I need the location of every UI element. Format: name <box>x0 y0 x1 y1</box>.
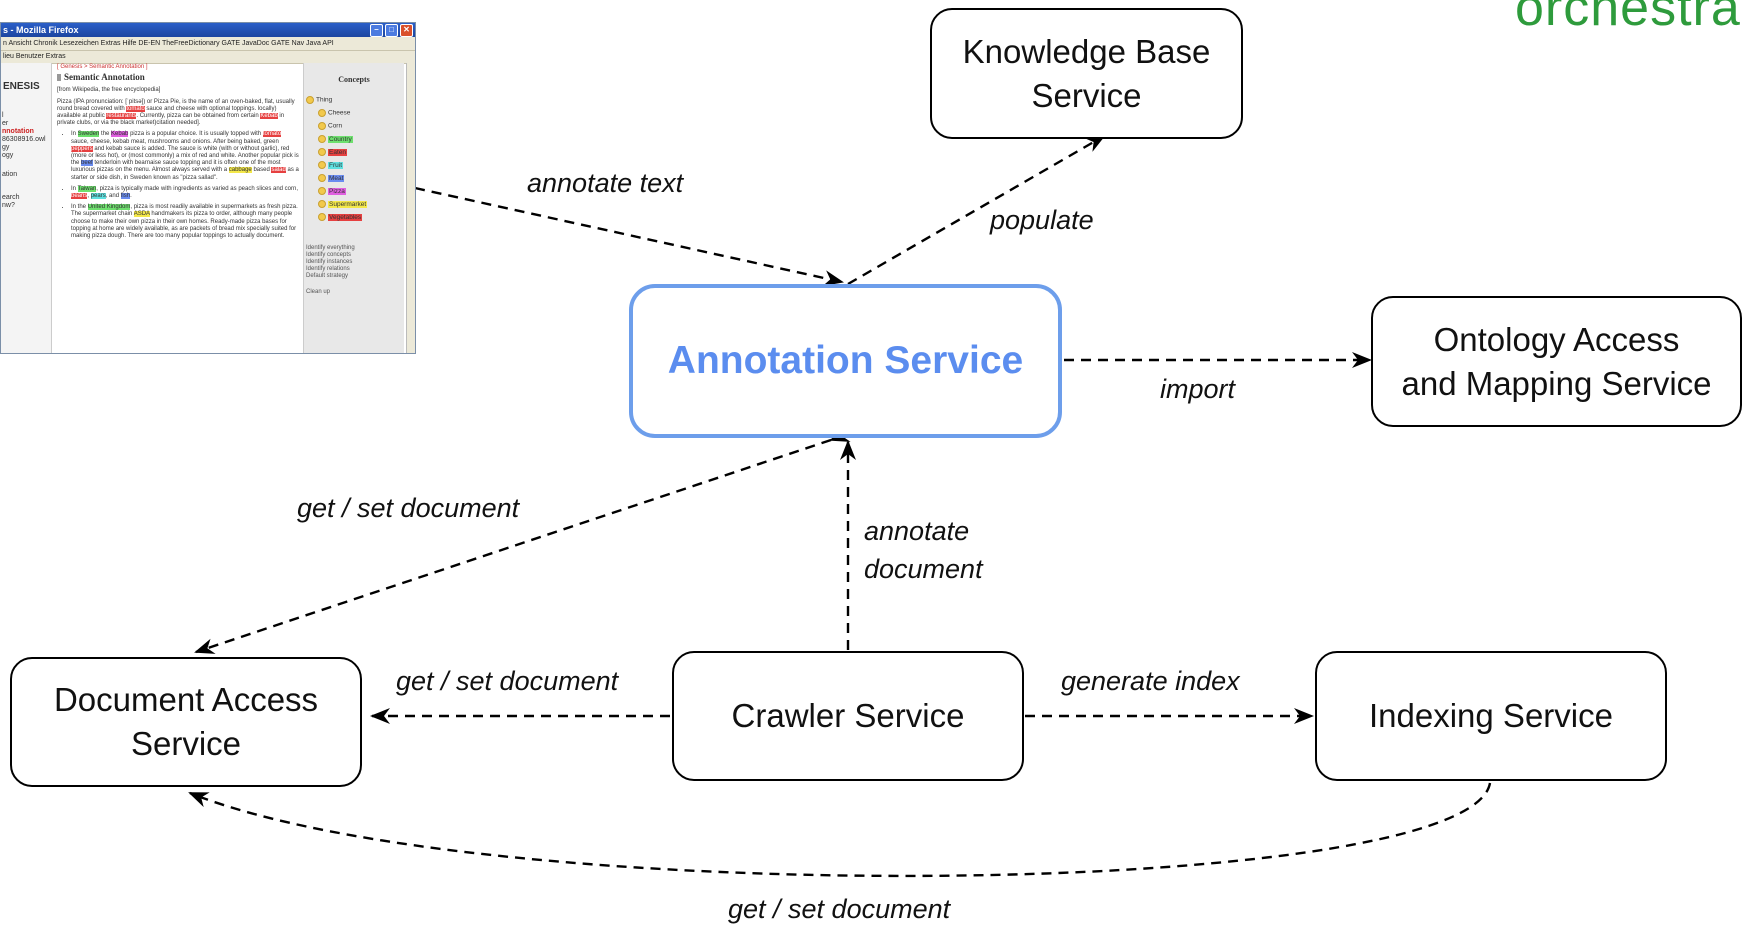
screenshot-article: [ Genesis > Semantic Annotation ] Semant… <box>57 63 299 345</box>
left-item: ogy <box>2 152 14 159</box>
concept-item: Meat <box>318 174 404 182</box>
concept-item: Eaten <box>318 148 404 156</box>
edge-label-annotate-text: annotate text <box>527 168 684 198</box>
concept-item: Corn <box>318 122 404 130</box>
minimize-icon: – <box>370 24 383 37</box>
concept-root: Thing <box>306 96 404 104</box>
node-label: Document Access <box>53 681 319 718</box>
concept-label: Meat <box>328 174 345 182</box>
concept-node-icon <box>318 148 326 156</box>
concept-label: Vegetables <box>328 213 363 221</box>
concept-node-icon <box>318 174 326 182</box>
action-link: Identify instances <box>306 259 353 265</box>
concept-node-icon <box>318 161 326 169</box>
concept-label: Cheese <box>328 109 351 117</box>
action-link: Identify concepts <box>306 252 352 258</box>
edge-label-annotate-document: annotate document <box>864 516 983 584</box>
node-label: Indexing Service <box>1369 697 1613 734</box>
document-access-service-node: Document Access Service <box>10 657 362 787</box>
concept-label: Pizza <box>328 187 346 195</box>
close-icon: ✕ <box>400 24 413 37</box>
action-link: Default strategy <box>306 273 349 279</box>
concept-item: Vegetables <box>318 213 404 221</box>
concept-node-icon <box>318 135 326 143</box>
article-intro: [from Wikipedia, the free encyclopedia] <box>57 87 161 94</box>
concept-label: Country <box>328 135 353 143</box>
edge-label-get-set-document: get / set document <box>297 493 520 523</box>
concepts-title: Concepts <box>338 75 370 84</box>
edge-label-import: import <box>1160 374 1236 404</box>
article-bullet: In Sweden the Kebab pizza is a popular c… <box>71 131 299 181</box>
left-item: earch <box>2 194 20 201</box>
genesis-logo: ENESIS <box>3 81 40 92</box>
node-label: Service <box>1031 76 1142 114</box>
concept-label: Fruit <box>328 161 343 169</box>
browser-title-bar: s - Mozilla Firefox – □ ✕ <box>1 23 415 37</box>
concept-node-icon <box>318 213 326 221</box>
browser-menu-bar: n Ansicht Chronik Lesezeichen Extras Hil… <box>1 37 415 51</box>
concept-node-icon <box>306 96 314 104</box>
browser-bookmark-bar: lieu Benutzer Extras <box>1 51 415 64</box>
concept-label: Eaten <box>328 148 347 156</box>
ontology-access-mapping-service-node: Ontology Access and Mapping Service <box>1371 296 1742 427</box>
concept-node-icon <box>318 109 326 117</box>
breadcrumb: [ Genesis > Semantic Annotation ] <box>57 64 148 70</box>
concept-item: Pizza <box>318 187 404 195</box>
left-item-active: nnotation <box>2 128 34 135</box>
left-item: er <box>2 120 9 127</box>
concept-item: Supermarket <box>318 200 404 208</box>
concept-item: Cheese <box>318 109 404 117</box>
browser-window-title: s - Mozilla Firefox <box>3 25 79 35</box>
action-link: Clean up <box>306 289 331 295</box>
edge-get-set-bottom <box>188 782 1492 878</box>
annotation-service-node: Annotation Service <box>629 284 1062 438</box>
concept-item: Country <box>318 135 404 143</box>
node-label: and Mapping Service <box>1401 364 1712 402</box>
concept-label: Supermarket <box>328 200 368 208</box>
action-link: Identify relations <box>306 266 350 272</box>
node-label: Annotation Service <box>667 339 1024 382</box>
maximize-icon: □ <box>385 24 398 37</box>
action-link: Identify everything <box>306 245 355 251</box>
article-paragraph: Pizza (IPA pronunciation: [ˈpitsə]) or P… <box>57 98 295 127</box>
article-bullet: In the United Kingdom, pizza is most rea… <box>71 204 299 240</box>
edge-annotate-text <box>414 186 844 286</box>
node-label: Knowledge Base <box>962 32 1211 70</box>
browser-screenshot: s - Mozilla Firefox – □ ✕ n Ansicht Chro… <box>0 22 416 354</box>
article-heading: Semantic Annotation <box>57 73 299 82</box>
edge-label-generate-index: generate index <box>1061 666 1240 696</box>
scrollbar <box>406 63 415 353</box>
edge-label-get-set-document: get / set document <box>396 666 619 696</box>
left-item: ation <box>2 171 18 178</box>
node-label: Ontology Access <box>1433 320 1680 358</box>
concept-node-icon <box>318 187 326 195</box>
left-item: nw? <box>2 202 15 209</box>
edge-label-get-set-document: get / set document <box>728 894 951 924</box>
brand-logo: orchestra <box>1515 0 1741 37</box>
article-bullet: In Taiwan, pizza is typically made with … <box>71 185 299 200</box>
left-item: 86308916.owl <box>2 136 46 143</box>
left-item: l <box>2 112 4 119</box>
concept-label: Corn <box>328 122 343 130</box>
knowledge-base-service-node: Knowledge Base Service <box>930 8 1243 139</box>
screenshot-left-panel: ENESIS l er nnotation 86308916.owl gy og… <box>1 63 52 353</box>
crawler-service-node: Crawler Service <box>672 651 1024 781</box>
node-label: Crawler Service <box>731 697 965 734</box>
edge-populate <box>847 134 1106 286</box>
concept-node-icon <box>318 200 326 208</box>
indexing-service-node: Indexing Service <box>1315 651 1667 781</box>
left-item: gy <box>2 144 10 151</box>
concept-node-icon <box>318 122 326 130</box>
edge-get-set-left <box>194 426 851 654</box>
concept-item: Fruit <box>318 161 404 169</box>
node-label: Service <box>130 725 242 762</box>
edge-label-populate: populate <box>990 205 1094 235</box>
